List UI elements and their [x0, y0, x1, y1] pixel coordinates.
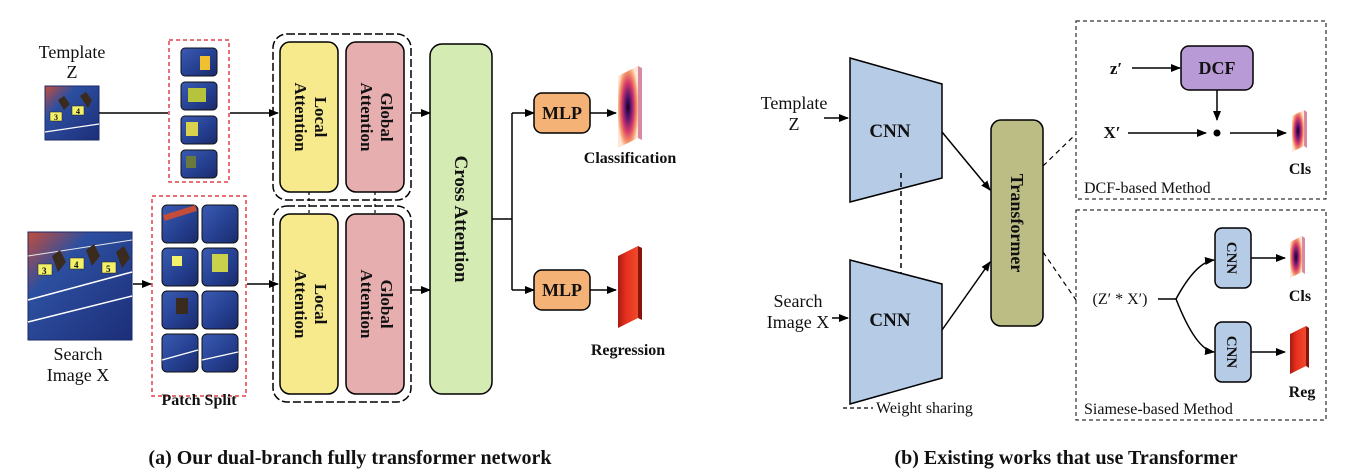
panel-a: Template Z 3 4 Search: [27, 33, 677, 469]
patch-split-label: Patch Split: [161, 392, 237, 409]
global-attention-lower: [345, 213, 405, 395]
attention-label-upper-local: Attention: [291, 83, 310, 152]
siamese-method-label: Siamese-based Method: [1084, 401, 1233, 418]
transformer-block: [990, 119, 1044, 327]
dcf-method-box: [1075, 20, 1327, 200]
global-label-lower: Global: [377, 279, 396, 328]
transformer-label: Transformer: [1007, 174, 1027, 273]
cls-top-label: Cls: [1289, 161, 1311, 178]
cnn-top: [849, 57, 943, 203]
classification-heatmap: [618, 66, 642, 148]
search-image-a: 3 4 5: [27, 231, 133, 341]
upper-attention-container: [272, 33, 412, 201]
correlation-dot: [1213, 129, 1221, 137]
cross-attention-label: Cross Attention: [450, 156, 471, 283]
small-cnn-top-label: CNN: [1223, 242, 1239, 275]
mlp-bottom-label: MLP: [542, 280, 582, 300]
template-label-b: Template: [761, 93, 828, 113]
template-z-label-a: Z: [67, 62, 78, 82]
correlation-label: (Z′ * X′): [1093, 291, 1148, 308]
search-image-x-label-b: Image X: [767, 312, 829, 332]
x-prime-label: X′: [1103, 123, 1120, 142]
local-attention-lower: [279, 213, 339, 395]
template-label-a: Template: [39, 42, 106, 62]
attention-label-lower-local: Attention: [291, 270, 310, 339]
bib-label: 3: [54, 113, 58, 122]
caption-b: (b) Existing works that use Transformer: [894, 447, 1237, 469]
bib-label: 3: [42, 266, 47, 276]
z-prime-label: z′: [1110, 59, 1122, 78]
lower-attention-container: [272, 205, 412, 403]
attention-label-upper-global: Attention: [357, 83, 376, 152]
caption-a: (a) Our dual-branch fully transformer ne…: [148, 447, 552, 469]
search-patches: [161, 204, 239, 373]
template-z-label-b: Z: [789, 114, 800, 134]
bib-label: 4: [74, 260, 79, 270]
template-patch-box: [168, 39, 230, 183]
global-label-upper: Global: [377, 92, 396, 141]
cls-top-heatmap: [1292, 110, 1307, 152]
local-label-lower: Local: [311, 284, 330, 325]
regression-map: [618, 246, 642, 328]
local-label-upper: Local: [311, 97, 330, 138]
reg-label: Reg: [1289, 384, 1316, 401]
cnn-bottom-label: CNN: [869, 310, 910, 331]
cnn-top-label: CNN: [869, 121, 910, 142]
cls-bottom-label: Cls: [1289, 288, 1311, 305]
panel-b: Template Z Search Image X CNN CNN Transf…: [761, 20, 1327, 469]
template-image-a: 3 4: [44, 85, 100, 141]
siamese-method-box: [1075, 209, 1327, 421]
template-patches: [180, 47, 218, 179]
search-image-x-label-a: Image X: [47, 365, 109, 385]
regression-label: Regression: [591, 342, 665, 359]
reg-map: [1290, 326, 1309, 374]
dcf-method-label: DCF-based Method: [1084, 180, 1211, 197]
classification-label: Classification: [584, 150, 677, 167]
bib-label: 4: [76, 107, 80, 116]
search-label-a: Search: [54, 344, 103, 364]
bib-label: 5: [106, 264, 111, 274]
cls-bottom-heatmap: [1290, 236, 1305, 278]
weight-sharing-label: Weight sharing: [876, 400, 973, 417]
small-cnn-bottom-label: CNN: [1223, 336, 1239, 369]
mlp-top-label: MLP: [542, 103, 582, 123]
dcf-label: DCF: [1199, 58, 1236, 78]
search-label-b: Search: [774, 291, 823, 311]
cnn-bottom: [849, 259, 943, 405]
attention-label-lower-global: Attention: [357, 270, 376, 339]
